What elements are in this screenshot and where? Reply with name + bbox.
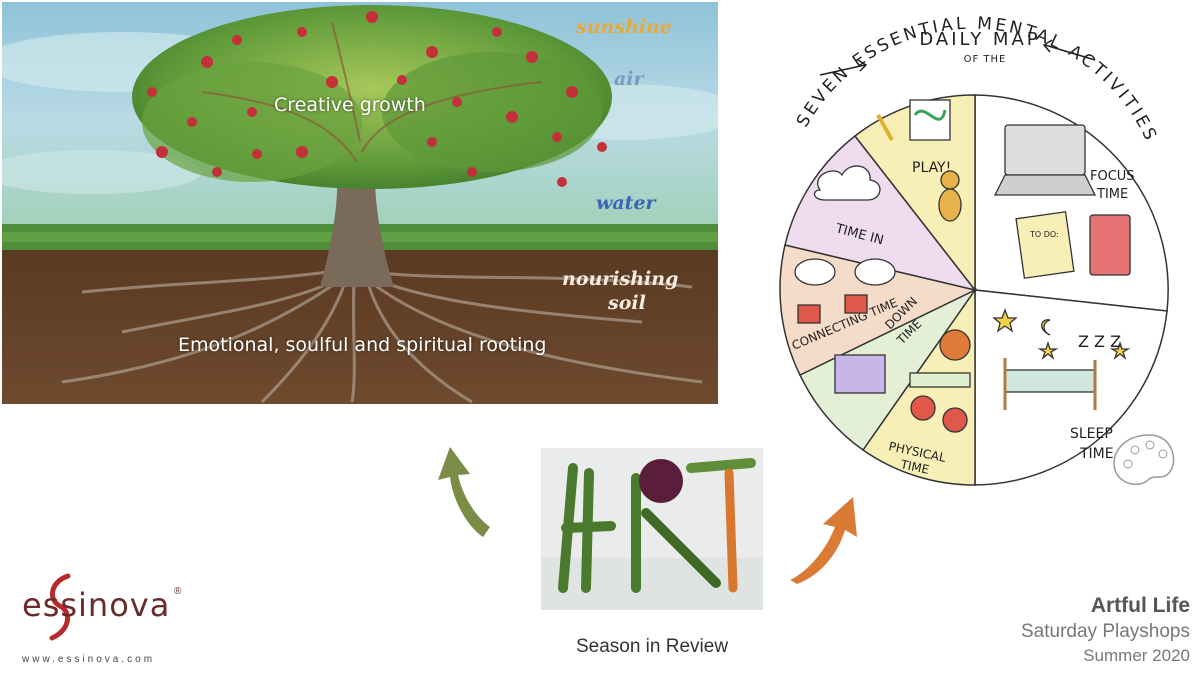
green-arrow-icon	[438, 447, 490, 537]
star-icon-3	[1109, 340, 1131, 360]
paddle-icon-2	[942, 407, 968, 433]
basketball-icon	[939, 329, 971, 361]
label-zzz: Z Z Z	[1078, 332, 1121, 351]
bed-icon	[1004, 369, 1096, 393]
laptop-icon	[1004, 124, 1086, 176]
drawing-icon	[909, 99, 951, 141]
label-sleep-line2: TIME	[1079, 446, 1114, 462]
logo-registered-mark: ®	[174, 586, 182, 597]
cup-icon	[797, 304, 821, 324]
calculator-icon	[1089, 214, 1131, 276]
star-icon	[992, 308, 1018, 333]
title-arrow-icons	[819, 39, 1096, 76]
label-water: water	[596, 192, 656, 214]
todo-list-icon	[1015, 211, 1075, 279]
label-physical-line2: TIME	[898, 457, 930, 477]
wheel-title-line1: DAILY MAP	[919, 29, 1040, 50]
teddy-bear-icon	[940, 170, 960, 190]
tree-painting: Creative growth Emotional, soulful and s…	[2, 2, 718, 404]
cloud-icon	[813, 165, 881, 201]
label-soil: soil	[608, 292, 646, 314]
label-sleep-line1: SLEEP	[1070, 426, 1113, 442]
logo-swirl-icon	[49, 573, 71, 641]
logo-wordmark: essinova	[22, 586, 171, 624]
speech-bubble-icon-2	[854, 258, 896, 286]
label-focus-line1: FOCUS	[1090, 169, 1135, 184]
pencil-icon	[876, 114, 894, 141]
label-todo: TO DO:	[1029, 230, 1059, 239]
palette-icon	[1113, 434, 1175, 486]
paddle-icon	[910, 395, 936, 421]
orange-arrow-icon	[790, 497, 857, 584]
brand-season: Summer 2020	[1083, 646, 1190, 665]
wheel-title-line2: OF THE	[964, 54, 1007, 65]
speech-bubble-icon	[794, 258, 836, 286]
art-vegetable-photo: ART	[541, 448, 763, 610]
segment-down-time	[799, 288, 978, 452]
tree-illustration	[2, 2, 718, 404]
label-nourishing: nourishing	[562, 268, 679, 290]
daily-map-wheel: SEVEN ESSENTIAL MENTAL ACTIVITIES DAILY …	[779, 14, 1175, 486]
season-in-review-caption: Season in Review	[575, 636, 729, 657]
art-letters	[558, 458, 756, 593]
brand-block: Artful Life Saturday Playshops Summer 20…	[950, 594, 1190, 666]
book-icon	[834, 354, 886, 394]
red-onion-icon	[639, 459, 683, 503]
brand-subtitle: Saturday Playshops	[1021, 621, 1190, 642]
label-air: air	[614, 68, 644, 90]
brand-title: Artful Life	[1090, 594, 1190, 617]
apples	[147, 11, 607, 187]
cup-icon-2	[844, 294, 868, 314]
star-icon-2	[1037, 340, 1059, 360]
essinova-logo: essinova ® www.essinova.com	[18, 572, 198, 668]
art-word: ART	[541, 448, 542, 449]
caption-rooting: Emotional, soulful and spiritual rooting	[178, 334, 547, 356]
caption-creative-growth: Creative growth	[274, 94, 426, 116]
label-play: PLAY!	[912, 160, 951, 176]
net-icon	[909, 372, 971, 388]
logo-url: www.essinova.com	[22, 654, 156, 665]
label-focus-line2: TIME	[1096, 187, 1128, 202]
label-sunshine: sunshine	[576, 16, 672, 38]
moon-icon	[1041, 319, 1051, 336]
